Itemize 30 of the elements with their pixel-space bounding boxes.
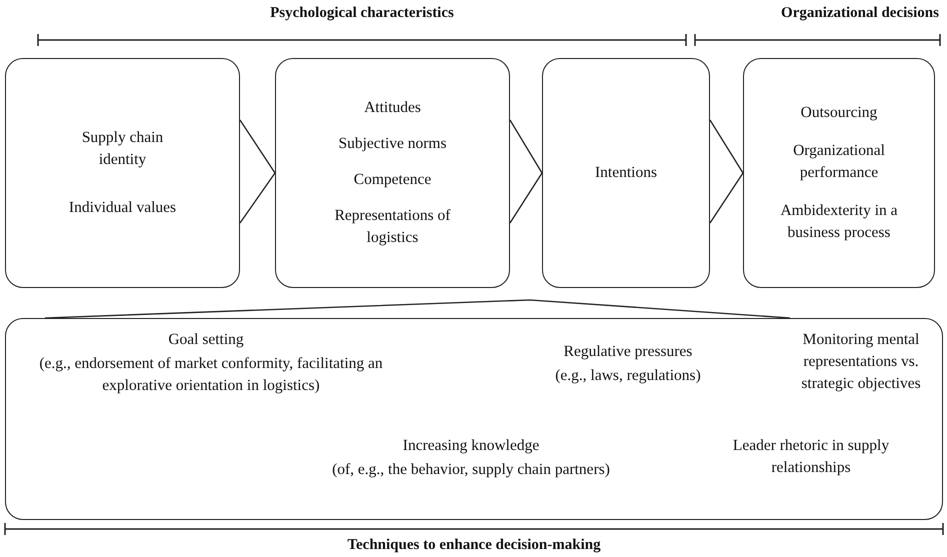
concept-text: Individual values <box>68 198 176 218</box>
bracket-label: Psychological characteristics <box>270 5 454 22</box>
concept-box <box>5 58 240 288</box>
concept-text: Attitudes <box>364 98 421 118</box>
concept-box <box>743 58 935 288</box>
chevron-connector <box>44 299 790 319</box>
technique-heading: Goal setting <box>167 330 245 350</box>
technique-text: Monitoring mental representations vs. strategic objectives <box>800 330 922 394</box>
concept-box <box>275 58 510 288</box>
chevron-connector <box>509 119 543 224</box>
concept-text: Intentions <box>595 163 657 183</box>
bracket-label: Techniques to enhance decision-making <box>347 537 601 554</box>
technique-text: (of, e.g., the behavior, supply chain partners) <box>331 460 611 480</box>
concept-text: Competence <box>354 170 432 190</box>
technique-text: Leader rhetoric in supply relationships <box>732 436 890 478</box>
concept-text: Organizational performance <box>792 141 886 183</box>
concept-text: Subjective norms <box>338 134 447 154</box>
technique-text: (e.g., endorsement of market conformity, facilitating an explorative orientation in logistics) <box>38 354 384 396</box>
techniques-box <box>5 318 943 520</box>
technique-heading: Regulative pressures <box>562 342 694 362</box>
concept-text: Supply chain identity <box>80 128 164 170</box>
technique-heading: Increasing knowledge <box>402 436 540 456</box>
chevron-connector <box>709 119 744 224</box>
chevron-connector <box>239 119 276 224</box>
technique-text: (e.g., laws, regulations) <box>554 366 702 386</box>
bracket-label: Organizational decisions <box>781 5 939 22</box>
concept-text: Outsourcing <box>800 103 878 123</box>
concept-text: Representations of logistics <box>334 206 452 248</box>
concept-box <box>542 58 710 288</box>
concept-text: Ambidexterity in a business process <box>779 201 899 243</box>
